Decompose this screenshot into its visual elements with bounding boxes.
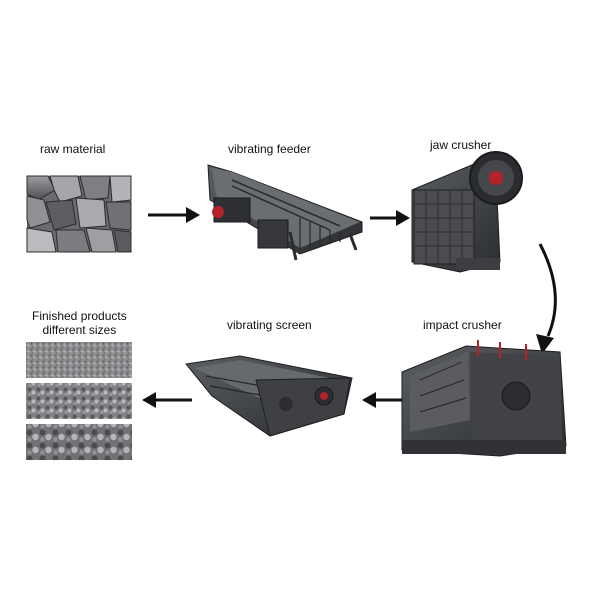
label-impact-crusher: impact crusher bbox=[423, 318, 502, 332]
gravel-samples-icon bbox=[26, 342, 132, 460]
label-jaw-crusher: jaw crusher bbox=[430, 138, 492, 152]
arrow-raw-to-feeder bbox=[148, 207, 200, 223]
gravel-sample-fine bbox=[26, 342, 132, 378]
arrow-impact-to-screen bbox=[362, 392, 402, 408]
label-vibrating-feeder: vibrating feeder bbox=[228, 142, 311, 156]
rock-pile-icon bbox=[26, 175, 132, 253]
label-finished-products: Finished products different sizes bbox=[32, 309, 127, 337]
arrow-jaw-to-impact bbox=[536, 243, 557, 354]
impact-crusher-machine-icon bbox=[401, 340, 567, 457]
gravel-sample-coarse bbox=[26, 424, 132, 460]
label-raw-material: raw material bbox=[40, 142, 106, 156]
jaw-crusher-machine-icon bbox=[411, 151, 523, 273]
vibrating-feeder-machine-icon bbox=[207, 164, 363, 261]
arrow-screen-to-finished bbox=[142, 392, 192, 408]
arrow-feeder-to-jaw bbox=[370, 210, 410, 226]
gravel-sample-medium bbox=[26, 383, 132, 419]
label-vibrating-screen: vibrating screen bbox=[227, 318, 312, 332]
vibrating-screen-machine-icon bbox=[185, 355, 353, 437]
